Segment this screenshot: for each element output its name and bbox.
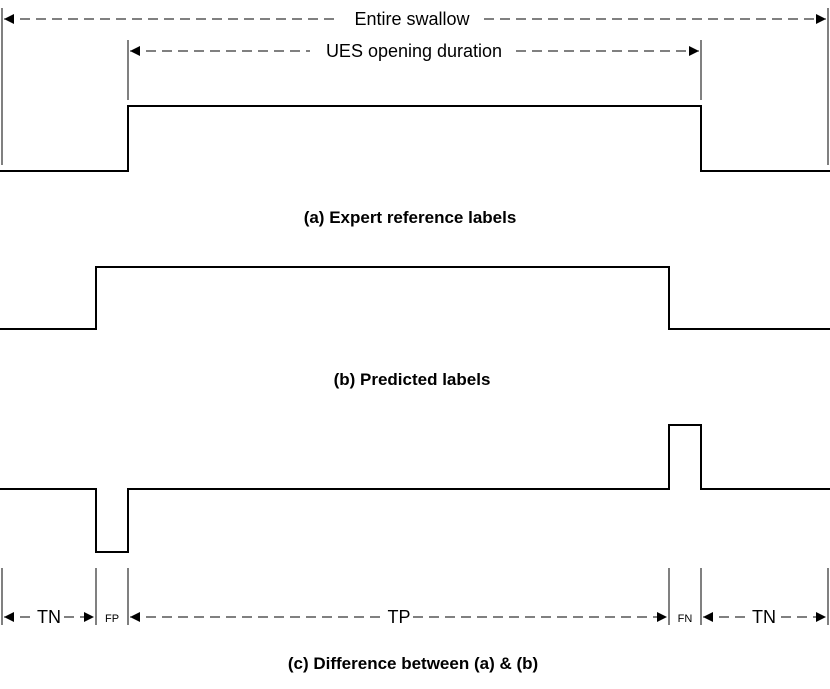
ues-opening-annotation: UES opening duration bbox=[127, 40, 702, 100]
segment-tn-left: TN bbox=[4, 607, 94, 627]
segment-boundaries bbox=[1, 568, 829, 625]
ues-opening-label: UES opening duration bbox=[326, 41, 502, 61]
caption-a: (a) Expert reference labels bbox=[304, 208, 517, 227]
entire-swallow-label: Entire swallow bbox=[354, 9, 470, 29]
predicted-signal bbox=[0, 266, 830, 330]
fn-label: FN bbox=[678, 613, 693, 625]
caption-c: (c) Difference between (a) & (b) bbox=[288, 654, 538, 673]
segment-tp: TP bbox=[130, 607, 667, 627]
entire-swallow-annotation: Entire swallow bbox=[1, 8, 829, 165]
fp-label: FP bbox=[105, 613, 119, 625]
segment-tn-right: TN bbox=[703, 607, 826, 627]
tn-left-label: TN bbox=[37, 607, 61, 627]
tn-right-label: TN bbox=[752, 607, 776, 627]
expert-reference-signal bbox=[0, 105, 830, 172]
tp-label: TP bbox=[387, 607, 410, 627]
difference-signal bbox=[0, 424, 830, 553]
caption-b: (b) Predicted labels bbox=[334, 370, 491, 389]
